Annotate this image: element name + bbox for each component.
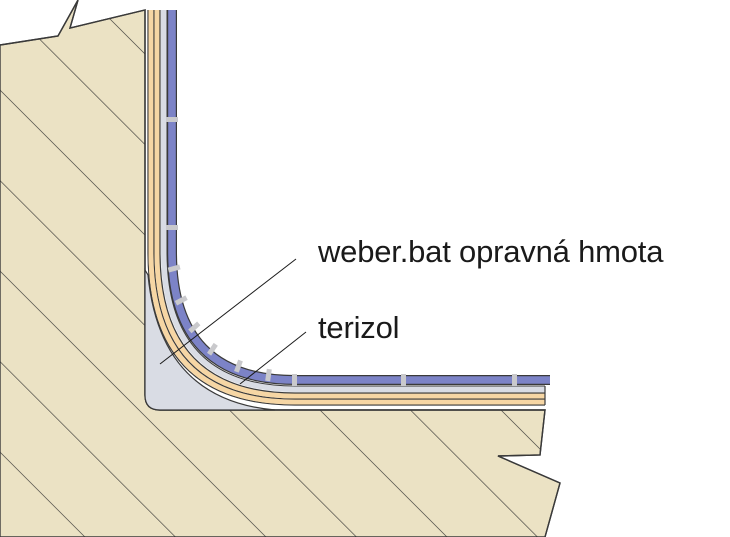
- leader-line-repair-mortar: [159, 258, 297, 365]
- tile-layer: [166, 10, 550, 386]
- repair-mortar-fillet: [144, 267, 276, 411]
- insulation-label: terizol: [318, 310, 400, 345]
- leader-line-insulation: [239, 331, 307, 385]
- insulation-membrane: [147, 10, 546, 406]
- repair-mortar-label: weber.bat opravná hmota: [318, 234, 664, 269]
